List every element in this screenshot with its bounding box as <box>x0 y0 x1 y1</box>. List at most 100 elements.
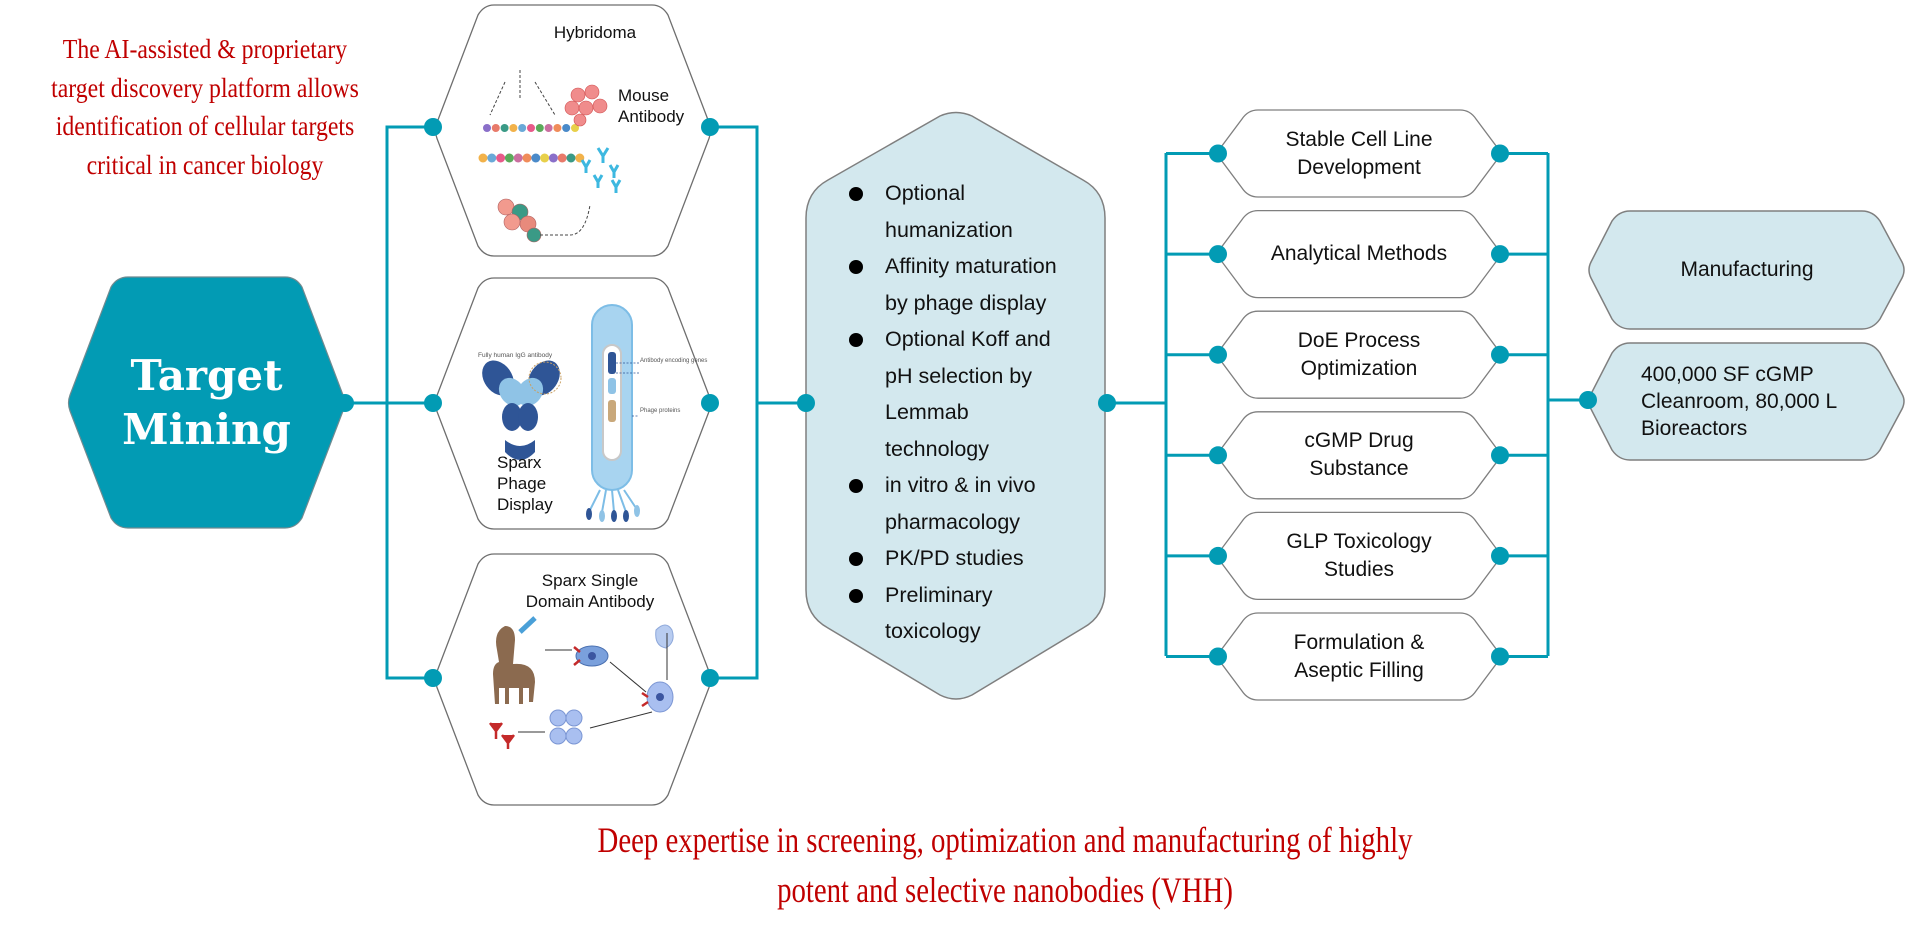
phage-title-line-2: Phage <box>497 473 547 493</box>
connector-dot <box>1209 647 1227 666</box>
facility-line-1: 400,000 SF cGMP <box>1641 363 1814 386</box>
optimization-item: Preliminary toxicology <box>846 577 1096 650</box>
caption-line-2: potent and selective nanobodies (VHH) <box>777 870 1233 910</box>
development-step-line: cGMP Drug <box>1304 429 1414 453</box>
hybridoma-illustration <box>478 70 622 243</box>
connector-dot <box>1491 345 1509 364</box>
development-step-2[interactable]: Analytical Methods <box>1248 211 1470 298</box>
facility-label[interactable]: 400,000 SF cGMP Cleanroom, 80,000 L Bior… <box>1589 343 1905 460</box>
hybrid-cell-cluster <box>497 198 542 243</box>
connector-dot <box>424 669 442 687</box>
bullet-icon <box>849 479 863 493</box>
igg-antibody-glyph <box>482 360 562 460</box>
connector-dot <box>701 669 719 687</box>
connector-dot <box>424 118 442 136</box>
optimization-item-line: humanization <box>885 217 1013 242</box>
optimization-hex <box>805 111 1106 700</box>
illustration-label-igg: Fully human IgG antibody <box>478 352 553 359</box>
bullet-icon <box>849 333 863 347</box>
optimization-item-line: in vitro & in vivo <box>885 473 1036 497</box>
connector-dot <box>701 394 719 412</box>
connector-dot <box>1098 394 1116 412</box>
phage-particle-glyph <box>586 304 640 522</box>
platform-hybridoma-title: Hybridoma <box>553 22 637 42</box>
development-step-line: Analytical Methods <box>1270 242 1448 266</box>
phage-title-line-1: Sparx <box>497 452 542 472</box>
connector-dot <box>1209 144 1227 163</box>
optimization-item-line: by phage display <box>885 290 1047 315</box>
connector-dot <box>1579 391 1597 409</box>
phage-display-illustration: Fully human IgG antibody Antibody encodi… <box>478 304 707 522</box>
optimization-item-line: toxicology <box>885 619 981 643</box>
hybridoma-subtitle-line-1: Mouse <box>618 86 670 105</box>
sda-title-line-1: Sparx Single <box>541 571 639 590</box>
connector-dot <box>1209 546 1227 565</box>
connector-dot <box>1209 345 1227 364</box>
phage-title-line-3: Display <box>497 494 553 514</box>
connector-dot <box>1209 245 1227 264</box>
optimization-item-line: Optional Koff and <box>885 327 1051 351</box>
connector-dot <box>1491 647 1509 666</box>
optimization-item-line: Lemmab <box>885 400 969 424</box>
connector-dots <box>336 118 1597 687</box>
caption-line-1: Deep expertise in screening, optimizatio… <box>597 820 1413 860</box>
development-step-line: Aseptic Filling <box>1294 658 1424 682</box>
target-mining-hex <box>67 276 346 529</box>
optimization-item: PK/PD studies <box>846 540 1096 577</box>
hybridoma-cells-row-1 <box>483 124 579 132</box>
development-step-line: Substance <box>1309 457 1409 481</box>
development-step-line: Development <box>1297 155 1421 179</box>
target-mining-line-2: Mining <box>122 404 291 454</box>
connector-dot <box>424 394 442 412</box>
development-step-6[interactable]: Formulation &Aseptic Filling <box>1248 613 1470 700</box>
manufacturing-hex <box>1588 210 1905 330</box>
alpaca-glyph <box>493 626 535 704</box>
optimization-item: in vitro & in vivo pharmacology <box>846 467 1096 540</box>
connector-dot <box>1209 446 1227 465</box>
single-domain-illustration <box>489 616 674 749</box>
facility-line-2: Cleanroom, 80,000 L <box>1641 390 1838 413</box>
connector-dot <box>797 394 815 412</box>
development-step-line: DoE Process <box>1297 328 1421 352</box>
antibody-glyphs <box>580 147 622 193</box>
hybridoma-cells-row-2 <box>478 153 585 163</box>
connector-dot <box>1491 546 1509 565</box>
development-step-line: Optimization <box>1300 356 1418 380</box>
optimization-item-line: PK/PD studies <box>885 546 1024 570</box>
development-step-line: GLP Toxicology <box>1286 529 1432 553</box>
bullet-icon <box>849 260 863 274</box>
bullet-icon <box>849 588 863 603</box>
connector-dot <box>336 394 354 412</box>
caption: Deep expertise in screening, optimizatio… <box>505 815 1505 915</box>
myeloma-cells <box>564 84 608 127</box>
connector-dot <box>1491 144 1509 163</box>
optimization-item: Optional humanization <box>846 175 1096 248</box>
connector-dot <box>1491 446 1509 465</box>
bullet-icon <box>849 552 863 566</box>
facility-line-3: Bioreactors <box>1641 417 1748 440</box>
illustration-label-phage-proteins: Phage proteins <box>640 408 680 414</box>
development-step-line: Studies <box>1323 557 1395 581</box>
connector-dot <box>1491 245 1509 264</box>
optimization-item-line: Preliminary <box>885 582 993 607</box>
optimization-item-line: Optional <box>885 181 966 205</box>
intro-description: The AI-assisted & proprietary target dis… <box>51 34 359 180</box>
sda-title-line-2: Domain Antibody <box>525 592 655 611</box>
optimization-item-line: pharmacology <box>885 509 1021 534</box>
development-step-line: Stable Cell Line <box>1285 127 1433 151</box>
syringe-glyph <box>518 616 537 634</box>
manufacturing-label[interactable]: Manufacturing <box>1680 258 1814 281</box>
illustration-label-genes: Antibody encoding genes <box>640 358 707 364</box>
hybridoma-subtitle-line-2: Antibody <box>618 107 685 126</box>
target-mining-label[interactable]: Target Mining <box>68 277 345 528</box>
